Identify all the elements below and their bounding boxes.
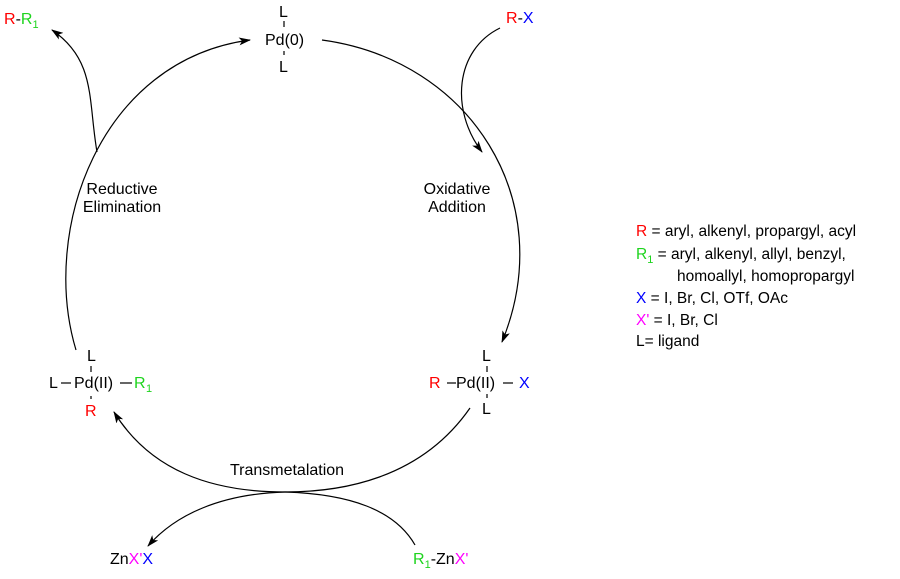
svg-text:L: L: [482, 401, 491, 418]
transmetalation-label: Transmetalation: [230, 462, 344, 479]
legend: R = aryl, alkenyl, propargyl, acyl R1 = …: [636, 223, 856, 350]
svg-text:R-X: R-X: [506, 10, 534, 27]
product-output-arrow: [51, 29, 98, 153]
svg-text:Pd(0): Pd(0): [265, 32, 304, 49]
svg-text:Pd(II): Pd(II): [74, 375, 113, 392]
svg-text:R: R: [429, 375, 441, 392]
svg-text:Pd(II): Pd(II): [456, 375, 495, 392]
svg-text:R1-ZnX': R1-ZnX': [413, 551, 468, 571]
svg-text:R-R1: R-R1: [4, 11, 39, 31]
svg-text:L: L: [279, 59, 288, 76]
addition-label: Addition: [428, 199, 486, 216]
svg-text:L: L: [49, 375, 58, 392]
pd2-oxidative-complex: L R Pd(II) X L: [429, 348, 530, 418]
svg-text:X: X: [519, 375, 530, 392]
rx-input-arrow: [461, 27, 501, 153]
product-r-r1: R-R1: [4, 11, 39, 31]
svg-text:1: 1: [146, 383, 152, 395]
byproduct-znx-x: ZnX'X: [110, 551, 153, 568]
legend-r1-cont: homoallyl, homopropargyl: [677, 268, 854, 285]
transmetalation-arc: [113, 407, 471, 493]
legend-r1: R1 = aryl, alkenyl, allyl, benzyl,: [636, 246, 846, 266]
organozinc-input-arc: [284, 491, 416, 546]
reductive-elimination-arc: [65, 37, 251, 351]
pd2-diorgano-complex: L L Pd(II) R 1 R: [49, 348, 152, 420]
reagent-organozinc: R1-ZnX': [413, 551, 468, 571]
oxidative-label: Oxidative: [424, 181, 491, 198]
reagent-r-x: R-X: [506, 10, 534, 27]
elimination-label: Elimination: [83, 199, 161, 216]
svg-text:L: L: [279, 4, 288, 21]
reductive-label: Reductive: [86, 181, 157, 198]
svg-text:ZnX'X: ZnX'X: [110, 551, 153, 568]
oxidative-addition-arc: [321, 39, 521, 343]
legend-x: X = I, Br, Cl, OTf, OAc: [636, 290, 788, 307]
znx-output-arrow: [147, 491, 286, 547]
svg-text:R: R: [134, 375, 146, 392]
legend-l: L= ligand: [636, 333, 699, 350]
svg-text:L: L: [482, 348, 491, 365]
pd0-complex: L Pd(0) L: [265, 4, 304, 76]
svg-text:L: L: [87, 348, 96, 365]
legend-xprime: X' = I, Br, Cl: [636, 312, 718, 329]
legend-r: R = aryl, alkenyl, propargyl, acyl: [636, 223, 856, 240]
svg-text:R: R: [85, 403, 97, 420]
